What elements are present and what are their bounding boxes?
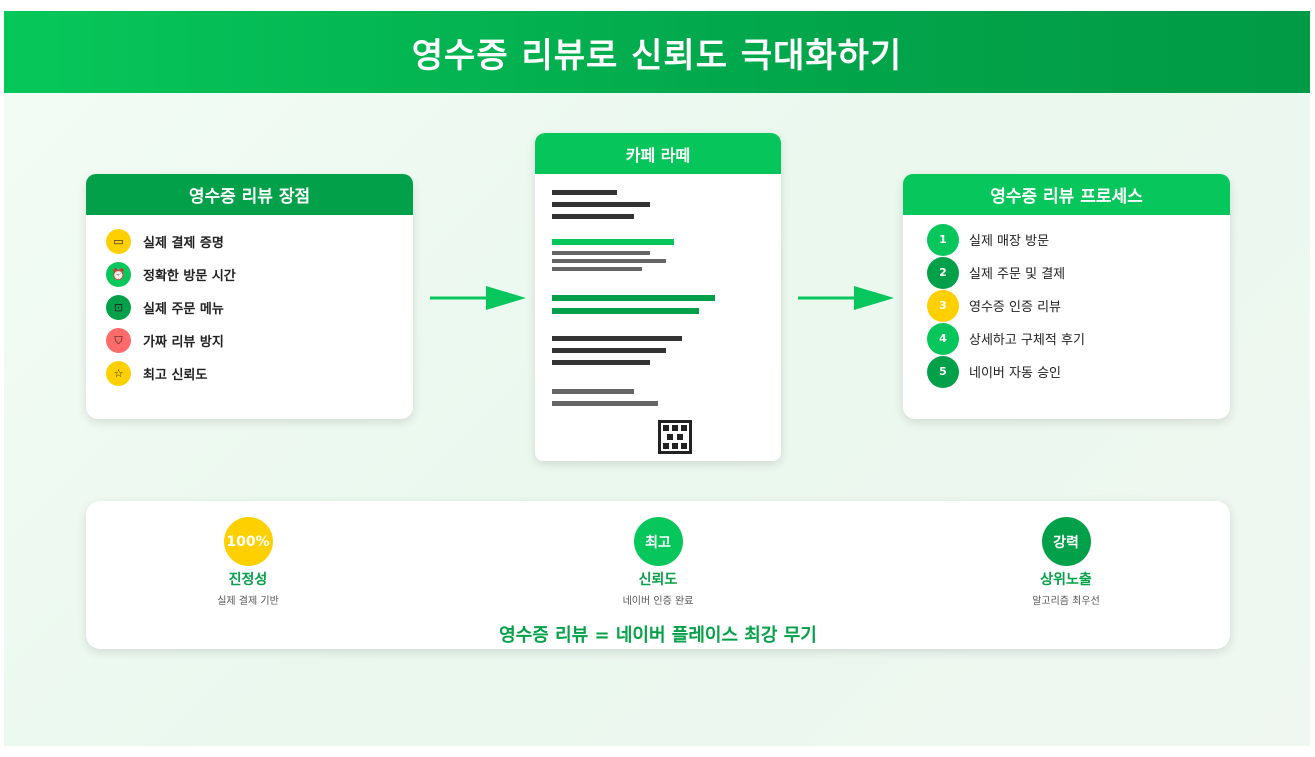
process-step: 4 상세하고 구체적 후기 [927, 322, 1230, 355]
alarm-clock-icon: ⏰ [106, 262, 131, 287]
stat-desc: 알고리즘 최우선 [1032, 596, 1100, 607]
advantage-item: ⛉ 가짜 리뷰 방지 [106, 324, 413, 357]
receipt-line [552, 389, 634, 394]
stat-title: 신뢰도 [638, 572, 678, 588]
stat-badge: 100% [223, 517, 273, 566]
process-step: 5 네이버 자동 승인 [927, 355, 1230, 388]
process-step: 1 실제 매장 방문 [927, 223, 1230, 256]
step-number: 1 [927, 223, 959, 256]
process-card: 영수증 리뷰 프로세스 1 실제 매장 방문 2 실제 주문 및 결제 3 영수… [903, 174, 1230, 419]
arrow-right-icon [798, 286, 894, 310]
shield-icon: ⛉ [106, 328, 131, 353]
receipt-line [552, 308, 699, 314]
step-label: 영수증 인증 리뷰 [969, 300, 1061, 315]
summary-text: 영수증 리뷰 = 네이버 플레이스 최강 무기 [499, 625, 817, 646]
stat-badge: 강력 [1041, 517, 1091, 566]
process-step: 3 영수증 인증 리뷰 [927, 289, 1230, 322]
receipt-line [552, 348, 666, 353]
stat-title: 상위노출 [1040, 572, 1092, 588]
stat-badge: 최고 [633, 517, 683, 566]
step-number: 3 [927, 289, 959, 322]
step-label: 실제 매장 방문 [969, 234, 1050, 249]
stat-title: 진정성 [228, 572, 268, 588]
receipt-line [552, 267, 642, 271]
advantage-item: ▭ 실제 결제 증명 [106, 225, 413, 258]
receipt-line [552, 360, 650, 365]
process-step: 2 실제 주문 및 결제 [927, 256, 1230, 289]
receipt-line [552, 190, 617, 195]
process-heading: 영수증 리뷰 프로세스 [903, 174, 1230, 215]
receipt-line [552, 336, 682, 341]
step-label: 네이버 자동 승인 [969, 366, 1061, 381]
advantage-item: ⏰ 정확한 방문 시간 [106, 258, 413, 291]
page-title: 영수증 리뷰로 신뢰도 극대화하기 [411, 35, 903, 76]
step-number: 4 [927, 322, 959, 355]
receipt-line [552, 251, 650, 255]
receipt-heading: 카페 라떼 [535, 133, 781, 174]
advantage-label: 가짜 리뷰 방지 [143, 335, 224, 350]
stats-card: 100% 진정성 실제 결제 기반 최고 신뢰도 네이버 인증 완료 강력 상위… [86, 501, 1230, 649]
star-icon: ☆ [106, 361, 131, 386]
infographic-canvas: 영수증 리뷰로 신뢰도 극대화하기 영수증 리뷰 장점 ▭ 실제 결제 증명 ⏰… [4, 11, 1310, 746]
advantage-item: ☆ 최고 신뢰도 [106, 357, 413, 390]
stat-item: 100% 진정성 실제 결제 기반 [148, 517, 348, 607]
advantages-heading: 영수증 리뷰 장점 [86, 174, 413, 215]
step-label: 실제 주문 및 결제 [969, 267, 1066, 282]
step-label: 상세하고 구체적 후기 [969, 333, 1085, 348]
advantages-card: 영수증 리뷰 장점 ▭ 실제 결제 증명 ⏰ 정확한 방문 시간 ⊡ 실제 주문… [86, 174, 413, 419]
receipt-line [552, 202, 650, 207]
receipt-line [552, 239, 674, 245]
receipt-card: 카페 라떼 [535, 133, 781, 461]
advantage-label: 실제 결제 증명 [143, 236, 224, 251]
process-steps: 1 실제 매장 방문 2 실제 주문 및 결제 3 영수증 인증 리뷰 4 상세… [903, 215, 1230, 388]
advantage-label: 정확한 방문 시간 [143, 269, 236, 284]
receipt-line [552, 259, 666, 263]
step-number: 5 [927, 355, 959, 388]
stat-item: 최고 신뢰도 네이버 인증 완료 [558, 517, 758, 607]
receipt-line [552, 295, 715, 301]
stat-item: 강력 상위노출 알고리즘 최우선 [966, 517, 1166, 607]
header-banner: 영수증 리뷰로 신뢰도 극대화하기 [4, 11, 1310, 93]
advantage-item: ⊡ 실제 주문 메뉴 [106, 291, 413, 324]
stat-desc: 네이버 인증 완료 [622, 596, 694, 607]
advantage-label: 최고 신뢰도 [143, 368, 208, 383]
arrow-right-icon [430, 286, 526, 310]
advantages-list: ▭ 실제 결제 증명 ⏰ 정확한 방문 시간 ⊡ 실제 주문 메뉴 ⛉ 가짜 리… [86, 215, 413, 390]
step-number: 2 [927, 256, 959, 289]
qr-code-icon [658, 420, 692, 454]
receipt-line [552, 401, 658, 406]
receipt-line [552, 214, 634, 219]
stat-desc: 실제 결제 기반 [217, 596, 279, 607]
menu-icon: ⊡ [106, 295, 131, 320]
advantage-label: 실제 주문 메뉴 [143, 302, 224, 317]
credit-card-icon: ▭ [106, 229, 131, 254]
